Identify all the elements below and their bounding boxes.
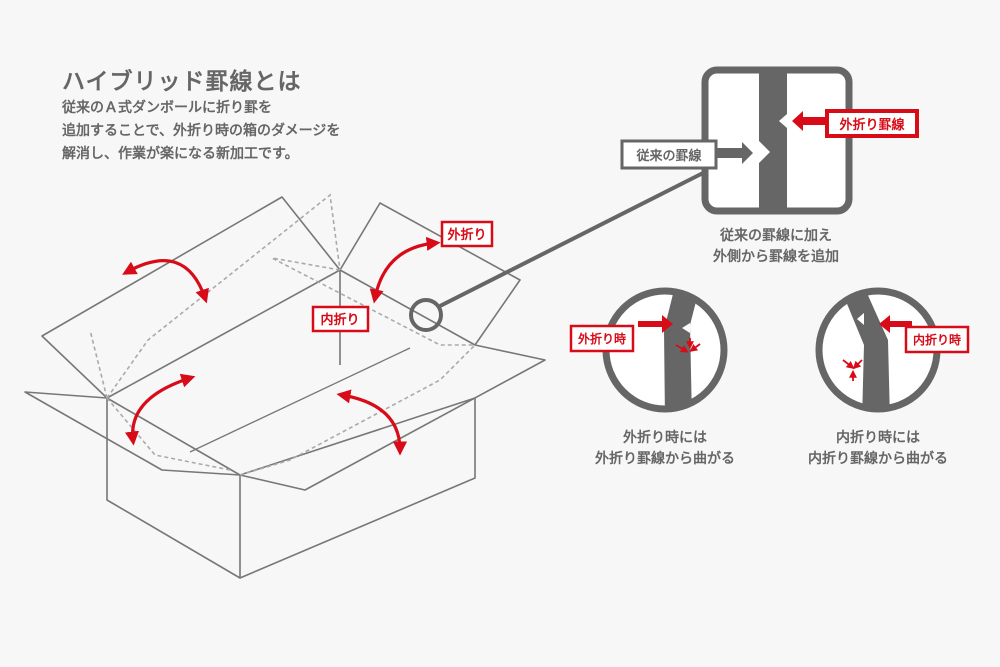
conventional-crease-tag: 従来の罫線 <box>620 139 718 170</box>
outer-case-caption: 外折り時には 外折り罫線から曲がる <box>580 428 750 470</box>
outer-fold-case <box>602 287 728 413</box>
fold-arrow-outer <box>369 236 441 304</box>
outer-fold-tag: 外折り <box>440 220 494 248</box>
fold-arrow-back-left <box>122 259 209 304</box>
board-cross-section <box>759 72 787 209</box>
fold-arrow-front-left <box>125 373 196 446</box>
inner-case-caption-line: 内折り罫線から曲がる <box>808 451 948 467</box>
inner-fold-label: 内折り <box>320 312 359 328</box>
detail-caption-line: 外側から罫線を追加 <box>713 249 839 265</box>
description: 従来のＡ式ダンボールに折り罫を 追加することで、外折り時の箱のダメージを 解消し… <box>62 97 340 166</box>
outer-fold-crease-label: 外折り罫線 <box>838 117 905 133</box>
fold-arrows <box>122 236 441 456</box>
box-inner-edges <box>106 269 476 399</box>
magnifier-leader <box>439 170 706 308</box>
magnifier-ring <box>409 298 443 332</box>
box-body <box>106 397 476 579</box>
inner-fold-tag: 内折り <box>311 305 370 333</box>
bent-board-inner <box>838 291 890 409</box>
magnifier <box>409 170 706 332</box>
outer-fold-crease-tag: 外折り罫線 <box>825 109 919 138</box>
inner-folded-flaps <box>89 193 476 476</box>
detail-caption: 従来の罫線に加え 外側から罫線を追加 <box>686 226 866 268</box>
inner-case-label: 内折り時 <box>913 332 961 347</box>
flap-front-left <box>24 391 241 476</box>
crease-detail-panel <box>701 66 853 215</box>
description-line: 追加することで、外折り時の箱のダメージを <box>62 123 341 139</box>
fold-arrow-front-right <box>336 389 408 456</box>
outer-case-caption-line: 外折り罫線から曲がる <box>595 451 735 467</box>
description-line: 解消し、作業が楽になる新加工です。 <box>62 146 299 162</box>
flap-front-right <box>239 344 546 491</box>
inner-case-caption-line: 内折り時には <box>836 430 920 446</box>
inner-fold-case <box>815 287 941 413</box>
outer-crease-arrow <box>792 111 825 131</box>
inner-case-arrow <box>879 315 912 333</box>
outer-case-tag: 外折り時 <box>569 324 635 353</box>
outer-case-arrow <box>638 315 673 333</box>
page-title: ハイブリッド罫線とは <box>62 69 302 95</box>
conventional-crease-label: 従来の罫線 <box>635 148 702 164</box>
outer-case-label: 外折り時 <box>578 331 626 346</box>
cardboard-box <box>24 196 546 579</box>
inner-case-tag: 内折り時 <box>904 325 970 354</box>
outer-case-caption-line: 外折り時には <box>623 430 707 446</box>
outer-fold-label: 外折り <box>446 227 486 243</box>
conventional-arrow <box>713 142 753 164</box>
description-line: 従来のＡ式ダンボールに折り罫を <box>62 100 272 116</box>
inner-case-caption: 内折り時には 内折り罫線から曲がる <box>793 428 963 470</box>
detail-caption-line: 従来の罫線に加え <box>720 228 832 244</box>
flap-back-left <box>41 196 341 399</box>
